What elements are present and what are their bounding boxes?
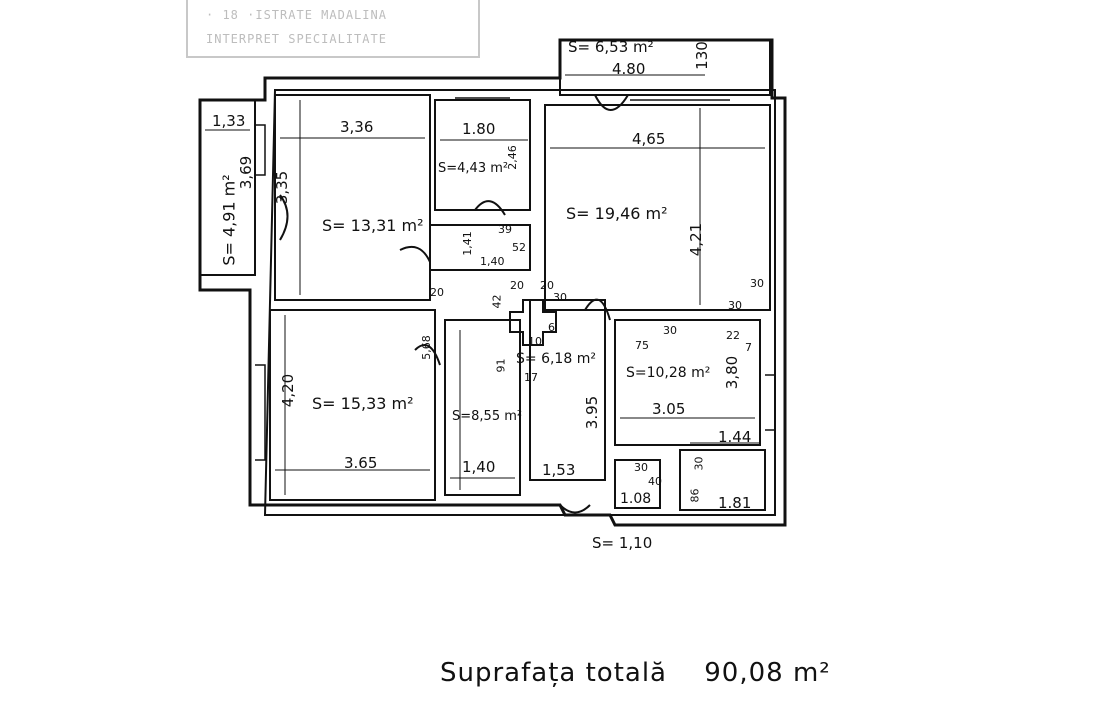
room-b-area: S=4,43 m²: [438, 161, 509, 176]
wall-room-e: [444, 319, 521, 496]
window-5: [765, 374, 776, 431]
room-c-depth: 4,21: [687, 222, 706, 257]
room-d-area: S= 15,33 m²: [312, 394, 414, 413]
room-b-depth: 2,46: [505, 145, 519, 170]
total-area-label: Suprafața totală: [440, 658, 667, 688]
total-area-value: 90,08 m²: [704, 658, 831, 688]
wall-room-d: [269, 309, 436, 501]
wc-area: S= 1,10: [592, 534, 653, 552]
closet-d: 1,40: [480, 255, 505, 268]
bath-depth: 1.81: [718, 494, 752, 512]
door-arc-7: [559, 504, 591, 514]
shaft: [509, 299, 557, 346]
balcony-left: [199, 99, 256, 276]
bath-note-2: 86: [688, 488, 702, 503]
room-g-width: 3.05: [652, 400, 686, 418]
room-e-depth: 5,68: [419, 335, 433, 360]
total-area-line: Suprafața totală 90,08 m²: [440, 658, 859, 688]
room-g-area: S=10,28 m²: [626, 365, 711, 381]
hall-note-3: 10: [528, 335, 542, 348]
room-a-area: S= 13,31 m²: [322, 216, 424, 235]
room-d-depth: 4,20: [279, 373, 298, 408]
room-g-depth: 3,80: [723, 355, 742, 390]
wall-closet: [429, 224, 531, 271]
closet-note-1: 39: [498, 223, 512, 236]
closet-note-3: 20: [430, 286, 444, 299]
room-g-note-1: 30: [663, 324, 677, 337]
outer-wall-inner: [263, 89, 776, 516]
room-c-area: S= 19,46 m²: [566, 204, 668, 223]
window-2: [630, 89, 730, 101]
balcony-top-width: 130: [692, 41, 711, 70]
wall-hall: [529, 299, 606, 481]
door-arc-2: [399, 246, 431, 263]
hall-note-5: 42: [490, 294, 504, 309]
balcony-top-area: S= 6,53 m²: [568, 38, 654, 56]
wall-room-g: [614, 319, 761, 446]
closet-note-2: 52: [512, 241, 526, 254]
hall-depth: 3.95: [583, 395, 602, 430]
room-e-area: S=8,55 m²: [452, 409, 523, 424]
wall-room-c: [544, 104, 771, 311]
room-g-note-2: 75: [635, 339, 649, 352]
wall-wc: [614, 459, 661, 509]
closet-w: 1,41: [460, 231, 474, 256]
hall-note-4: 6: [548, 321, 555, 334]
door-arc-1: [279, 194, 289, 241]
wall-bath: [679, 449, 766, 511]
window-1: [455, 89, 510, 99]
room-b-width: 1.80: [462, 120, 496, 138]
room-d-width: 3.65: [344, 454, 378, 472]
wc-note-1: 30: [634, 461, 648, 474]
room-a-width: 3,36: [340, 118, 374, 136]
room-g-note-3: 22: [726, 329, 740, 342]
closet-note-4: 20: [510, 279, 524, 292]
room-c-note-2: 30: [728, 299, 742, 312]
balcony-left-length: 3,69: [237, 155, 256, 190]
wall-room-b: [434, 99, 531, 211]
bath-width: 1.44: [718, 428, 752, 446]
hall-note-7: 30: [553, 291, 567, 304]
stamp-line-1: · 18 ·ISTRATE MADALINA: [206, 8, 387, 22]
stamp: · 18 ·ISTRATE MADALINA INTERPRET SPECIAL…: [186, 0, 480, 58]
hall-note-6: 20: [540, 279, 554, 292]
door-arc-4: [414, 344, 441, 366]
hall-note-1: 91: [494, 358, 508, 373]
door-arc-5: [584, 298, 611, 321]
room-c-width: 4,65: [632, 130, 666, 148]
room-e-width: 1,40: [462, 458, 496, 476]
room-c-note-1: 30: [750, 277, 764, 290]
balcony-top-length: 4.80: [612, 60, 646, 78]
wall-room-a: [274, 94, 431, 301]
hall-width: 1,53: [542, 461, 576, 479]
hall-area: S= 6,18 m²: [516, 351, 596, 367]
balcony-top: [559, 39, 771, 96]
window-4: [255, 364, 266, 461]
room-a-depth: 3,35: [273, 170, 292, 205]
door-arc-6: [594, 94, 629, 111]
hall-note-2: 17: [524, 371, 538, 384]
wc-width: 1.08: [620, 491, 652, 507]
room-g-note-4: 7: [745, 341, 752, 354]
balcony-left-area: S= 4,91 m²: [219, 174, 239, 266]
outer-wall: [198, 38, 787, 527]
balcony-left-width: 1,33: [212, 112, 246, 130]
wc-note-2: 40: [648, 475, 662, 488]
stamp-line-2: INTERPRET SPECIALITATE: [206, 32, 387, 46]
door-arc-3: [474, 200, 506, 216]
bath-note-1: 30: [692, 456, 706, 471]
window-3: [255, 124, 266, 176]
